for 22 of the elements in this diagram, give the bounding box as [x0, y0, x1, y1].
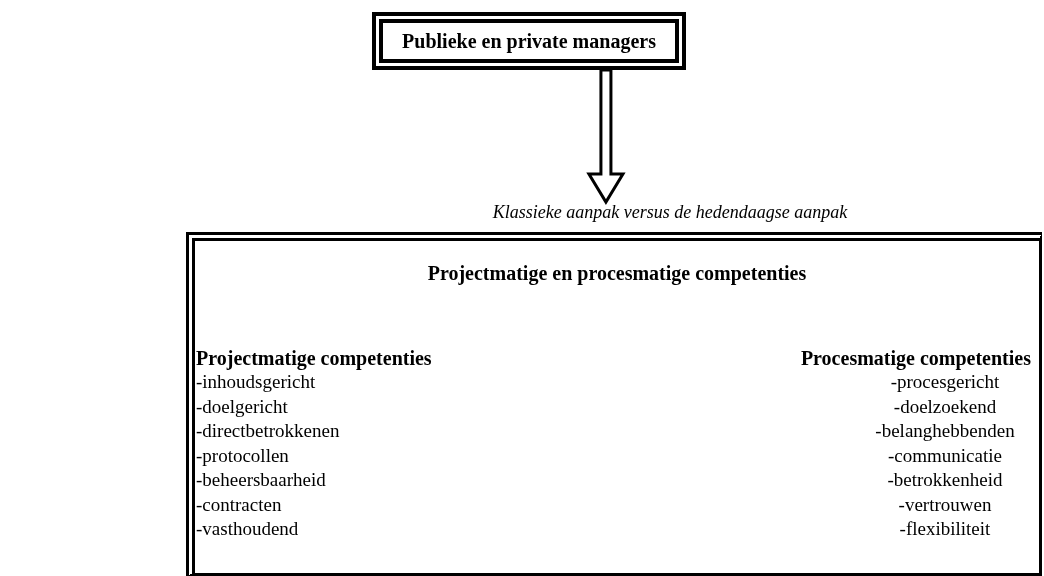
hollow-arrow	[586, 68, 626, 205]
list-item: -doelzoekend	[892, 395, 998, 418]
list-item: -contracten	[196, 493, 282, 516]
list-item: -inhoudsgericht	[196, 371, 316, 393]
list-item: -vertrouwen	[897, 493, 993, 516]
double-border-box	[372, 12, 686, 70]
list-item: -directbetrokkenen	[196, 420, 340, 442]
box-title: Publieke en private managers	[402, 29, 656, 53]
list-item: -belanghebbenden	[874, 420, 1016, 442]
panel-heading: Projectmatige en procesmatige competenties	[426, 262, 808, 284]
list-item: -betrokkenheid	[886, 469, 1004, 491]
list-item: -protocollen	[196, 444, 289, 467]
column-heading: Procesmatige competenties	[799, 347, 1031, 369]
list-item: -doelgericht	[196, 395, 288, 418]
list-item: -communicatie	[887, 444, 1003, 467]
framed-panel	[186, 232, 1042, 576]
list-item: -flexibiliteit	[898, 518, 992, 540]
list-item: -beheersbaarheid	[196, 469, 326, 491]
list-item: -procesgericht	[889, 371, 1001, 393]
node-label: Klassieke aanpak versus de hedendaagse aanpak	[491, 202, 849, 223]
column-heading: Projectmatige competenties	[196, 347, 432, 369]
list-item: -vasthoudend	[196, 518, 299, 540]
